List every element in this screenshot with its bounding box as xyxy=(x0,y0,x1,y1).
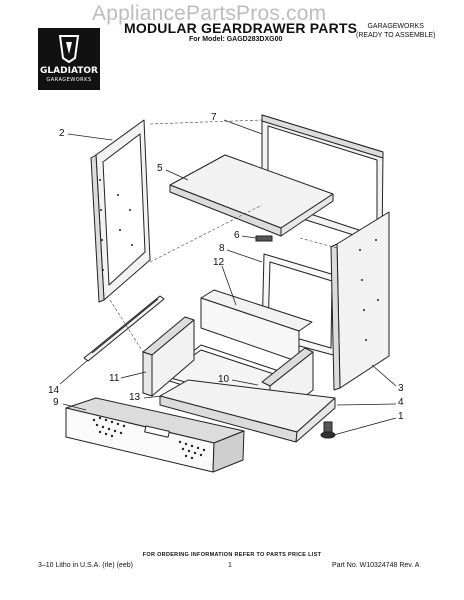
callout-7: 7 xyxy=(211,112,217,123)
leader-7 xyxy=(223,119,263,135)
part-leveling-foot xyxy=(320,421,336,439)
page-number: 1 xyxy=(228,562,232,569)
callout-6: 6 xyxy=(234,230,240,241)
callout-13: 13 xyxy=(129,392,141,403)
leader-5 xyxy=(165,169,189,181)
assembly-guides xyxy=(109,119,338,353)
model-number: For Model: GAGD283DXG00 xyxy=(189,36,283,43)
brand-line-1: GARAGEWORKS xyxy=(367,23,424,30)
leader-12 xyxy=(221,265,237,306)
leader-9 xyxy=(62,403,87,411)
callout-14: 14 xyxy=(48,385,60,396)
callout-8: 8 xyxy=(219,243,225,254)
leader-10 xyxy=(231,379,259,386)
gladiator-logo: GLADIATOR GARAGEWORKS xyxy=(38,28,100,90)
part-left-side-panel xyxy=(90,119,151,303)
logo-brand: GLADIATOR xyxy=(40,66,98,76)
leader-14 xyxy=(59,359,89,385)
callout-12: 12 xyxy=(213,257,225,268)
leader-4 xyxy=(336,403,397,406)
ordering-note: FOR ORDERING INFORMATION REFER TO PARTS … xyxy=(142,552,322,558)
brand-line-2: (READY TO ASSEMBLE) xyxy=(356,32,436,39)
brand-label: GARAGEWORKS (READY TO ASSEMBLE) xyxy=(356,22,435,40)
leader-1 xyxy=(329,417,397,437)
leader-3 xyxy=(371,364,397,387)
watermark: AppliancePartsPros.com xyxy=(92,2,327,25)
callout-10: 10 xyxy=(218,374,230,385)
leader-11 xyxy=(120,371,147,379)
callout-3: 3 xyxy=(398,383,404,394)
part-drawer-front xyxy=(65,397,245,473)
callout-9: 9 xyxy=(53,397,59,408)
leader-13 xyxy=(143,395,163,399)
logo-sub: GARAGEWORKS xyxy=(46,77,92,83)
part-drawer-slide xyxy=(83,295,165,362)
leader-lines xyxy=(59,119,397,437)
gladiator-shield-icon xyxy=(58,35,80,64)
callout-4: 4 xyxy=(398,397,404,408)
callout-5: 5 xyxy=(157,163,163,174)
part-drawer-left-side xyxy=(142,316,195,397)
part-top-shelf xyxy=(169,154,334,237)
lithograph-note: 3–10 Litho in U.S.A. (rle) (eeb) xyxy=(38,562,133,569)
part-number: Part No. W10324748 Rev. A xyxy=(332,562,420,569)
leader-8 xyxy=(226,249,263,263)
leader-6 xyxy=(241,235,257,239)
callout-2: 2 xyxy=(59,128,65,139)
part-base-frame xyxy=(159,379,336,443)
callout-1: 1 xyxy=(398,411,404,422)
part-right-side-panel xyxy=(330,211,390,391)
page-title: MODULAR GEARDRAWER PARTS xyxy=(124,20,358,36)
leader-2 xyxy=(67,133,113,141)
callout-11: 11 xyxy=(109,373,120,384)
part-bracket xyxy=(255,235,273,242)
